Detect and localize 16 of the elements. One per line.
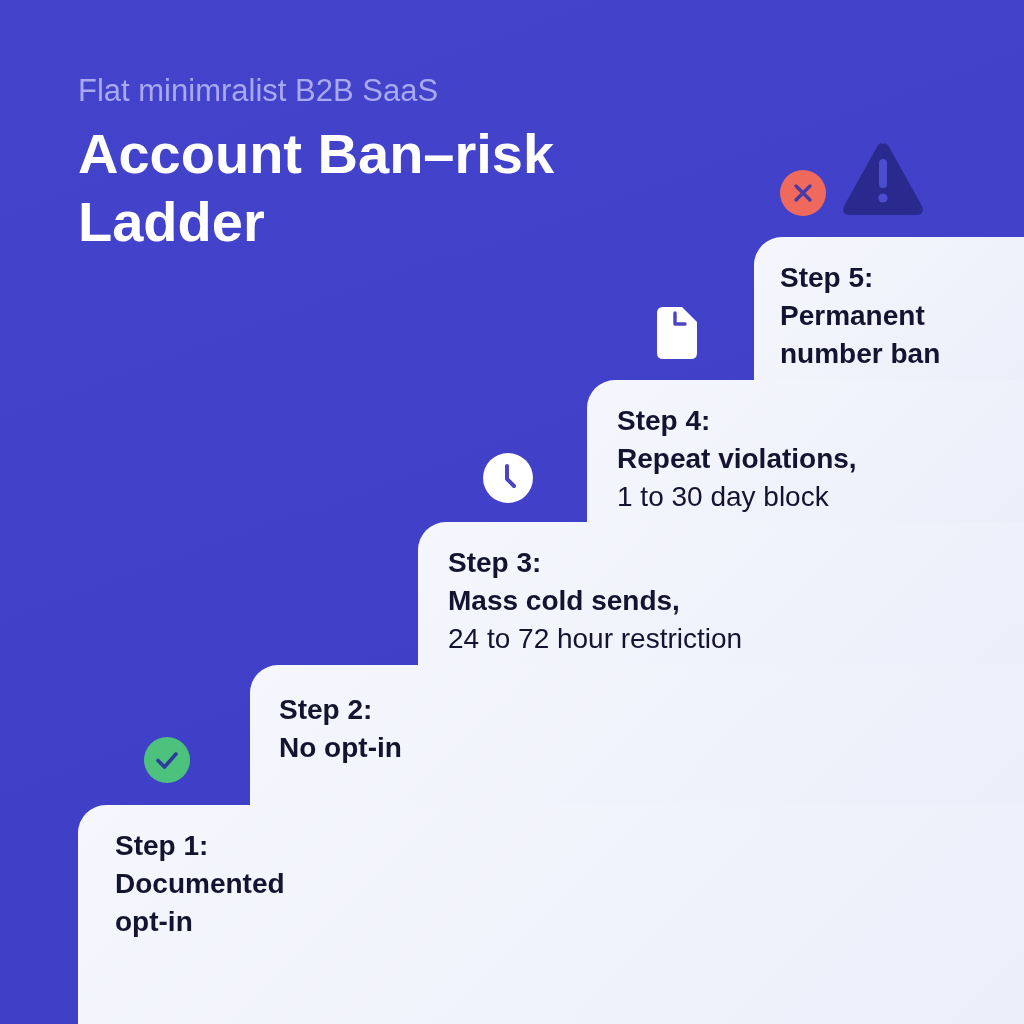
step-description: Documented opt-in xyxy=(115,867,286,939)
title: Account Ban–risk Ladder xyxy=(78,121,556,255)
step-heading: Step 3: xyxy=(448,546,542,580)
step-heading: Step 2: xyxy=(279,693,373,727)
stair-step xyxy=(754,237,1024,380)
step-description: No opt-in xyxy=(279,731,402,765)
step-description: 24 to 72 hour restriction xyxy=(448,622,743,656)
step-description: Permanent number ban xyxy=(780,299,942,371)
stair-step xyxy=(78,805,1024,1024)
step-description: Mass cold sends, xyxy=(448,584,680,618)
step-description: Repeat violations, xyxy=(617,442,857,476)
step-heading: Step 5: xyxy=(780,261,874,295)
step-description: 1 to 30 day block xyxy=(617,480,829,514)
step-heading: Step 1: xyxy=(115,829,209,863)
step-heading: Step 4: xyxy=(617,404,711,438)
subtitle: Flat minimralist B2B SaaS xyxy=(78,72,439,110)
